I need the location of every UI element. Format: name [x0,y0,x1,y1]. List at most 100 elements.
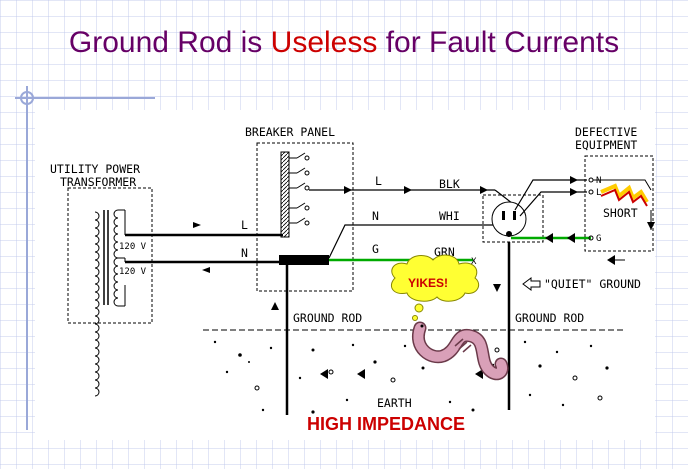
equipment-box [584,155,654,252]
defective-label-2: EQUIPMENT [575,138,637,152]
transformer-label-2: TRANSFORMER [60,175,136,189]
earth-dot [538,364,542,368]
earth-dot [471,408,475,412]
breaker-panel-box [256,142,354,292]
arrow-earth-2 [357,369,365,379]
arrow-blk-1 [344,186,352,194]
label-blk: BLK [439,177,460,191]
earth-dot [261,408,265,412]
arrow-rod-up [271,302,279,310]
breaker-panel-label: BREAKER PANEL [245,125,335,139]
breaker-contact-4 [304,205,310,211]
arrow-fault-down [647,222,655,230]
outlet-box [482,194,544,243]
breaker-panel: BREAKER PANEL [245,125,354,292]
arrow-earth-3 [475,369,483,379]
earth-dot [528,393,532,397]
earth-dot [572,375,578,381]
earth-dot [225,370,229,374]
ground-rod-label-right: GROUND ROD [515,311,584,325]
wiring-diagram: UTILITY POWER TRANSFORMER 120 V 120 V L … [35,110,655,440]
earth-dot [328,369,334,375]
ground-rod-label-left: GROUND ROD [293,311,362,325]
earth-dot [345,398,349,402]
defective-equipment: DEFECTIVE EQUIPMENT N L G SHORT [575,125,655,252]
earth-dot [561,403,565,407]
earth-dot [523,340,527,344]
short-spark-yellow [600,183,649,204]
equip-terminal-l [588,189,594,195]
arrow-cord-g1 [545,233,553,243]
earth-dot [494,347,500,353]
breaker-switch-3 [296,182,306,189]
arrow-blk-3 [480,186,488,194]
title-prefix: Ground Rod is [68,26,271,59]
equip-label-g: G [596,234,601,244]
transformer: UTILITY POWER TRANSFORMER 120 V 120 V [50,162,153,397]
volt-label-lower: 120 V [119,267,147,277]
earth-dot [311,410,315,414]
earth-dot [589,344,593,348]
transformer-box [67,187,153,324]
breaker-contact-5 [304,220,310,226]
breaker-contact-2 [304,170,310,176]
earth-dot [311,348,315,352]
arrow-rod-down [493,284,501,292]
earth-dot [238,353,242,357]
earth-dot [390,377,396,383]
worm-eye [420,324,424,328]
arrow-cord-l [570,188,578,196]
cord-neutral [514,179,587,211]
arrow-cord-n [570,176,578,184]
bubble-tail-1 [414,303,424,313]
arrow-earth-1 [320,369,328,379]
yikes-bubble: YIKES! [391,254,480,321]
deco-circle [20,91,34,105]
arrow-blk-2 [404,186,412,194]
volt-label-upper: 120 V [119,242,147,252]
earth-dot [351,343,355,347]
defective-label-1: DEFECTIVE [575,125,637,139]
bubble-cloud [391,254,480,302]
earth-particles [213,340,609,414]
high-impedance-label: HIGH IMPEDANCE [307,414,465,434]
worm [412,321,509,381]
earth-dot [403,344,407,348]
arrow-hot-right [193,222,201,228]
earth-dot [448,400,452,404]
diagram-background [35,110,655,440]
title-suffix: for Fault Currents [377,26,620,59]
breaker-switch-2 [296,167,306,174]
earth-dot [298,376,302,380]
earth-dot [248,361,250,363]
short-spark-red [600,188,648,207]
neutral-ground-bar [279,255,329,265]
yikes-label: YIKES! [408,276,448,290]
earth-dot [269,346,273,350]
earth-dot [555,350,559,354]
equip-internal-n [593,179,652,191]
breaker-contact-1 [304,155,310,161]
breaker-contact-3 [304,185,310,191]
equip-label-l: L [596,188,601,198]
quiet-ground-label: "QUIET" GROUND [544,277,641,291]
earth-label: EARTH [377,396,412,410]
earth-dot [605,366,609,370]
worm-bands [454,338,472,353]
breaker-switch-4 [296,202,306,209]
earth-dot [597,395,603,401]
transformer-label-1: UTILITY POWER [50,162,140,176]
label-L-left: L [241,218,248,232]
breaker-switch-1 [296,152,306,159]
earth-dot [254,385,260,391]
outlet-face [491,201,527,237]
label-L-right: L [375,174,382,188]
equip-label-n: N [596,176,601,186]
breaker-switch-5 [296,217,306,224]
outlet [482,194,544,243]
earth-dot [213,340,217,344]
bus-bar [280,151,290,238]
outlet-slot-left [502,211,505,220]
label-G-right: G [372,242,379,256]
